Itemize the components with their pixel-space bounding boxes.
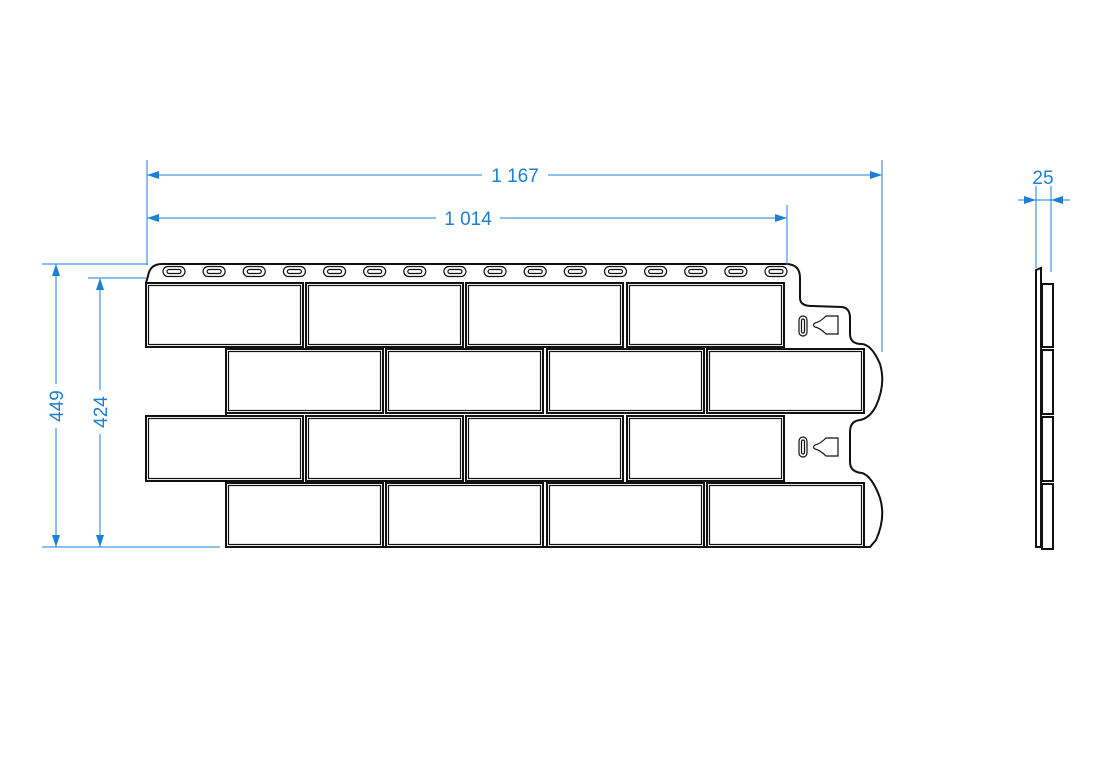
slot-icon [483,265,507,278]
total-width-label: 1 167 [491,166,539,187]
brick [145,415,304,482]
slot-icon [322,265,347,278]
dimension-thickness: 25 [1018,168,1070,272]
brick [385,482,544,548]
slot-icon [202,265,226,278]
brick [546,348,705,414]
slot-icon [563,265,587,278]
brick [305,415,464,482]
slot-icon [643,265,668,278]
slot-icon [684,265,708,278]
fastening-slots [162,265,788,278]
brick [145,282,304,348]
brick [465,415,624,482]
keyhole-icon [798,315,839,337]
useful-width-label: 1 014 [444,209,492,230]
slot-icon [724,265,748,278]
brick [706,348,865,414]
brick [225,482,384,548]
brick [225,348,384,414]
brick [465,282,624,348]
dimension-useful-height: 424 [88,277,146,547]
brick [546,482,705,548]
brick [626,415,785,482]
brick [385,348,544,414]
thickness-label: 25 [1032,168,1053,189]
slot-icon [403,265,427,278]
slot-icon [603,265,628,278]
brick [305,282,464,348]
dimension-total-width: 1 167 [146,160,883,352]
brick [706,482,865,548]
slot-icon [363,265,387,278]
dimension-total-height: 449 [42,263,220,548]
slot-icon [162,265,186,278]
slot-icon [282,265,306,278]
useful-height-label: 424 [91,396,112,428]
slot-icon [523,265,547,278]
slot-icon [443,265,467,278]
side-view [1035,266,1054,550]
slot-icon [242,265,266,278]
keyhole-icon [798,436,839,458]
slot-icon [764,265,788,278]
dimension-useful-width: 1 014 [147,205,788,265]
total-height-label: 449 [47,390,68,422]
brick [626,282,785,348]
bricks [145,282,865,548]
